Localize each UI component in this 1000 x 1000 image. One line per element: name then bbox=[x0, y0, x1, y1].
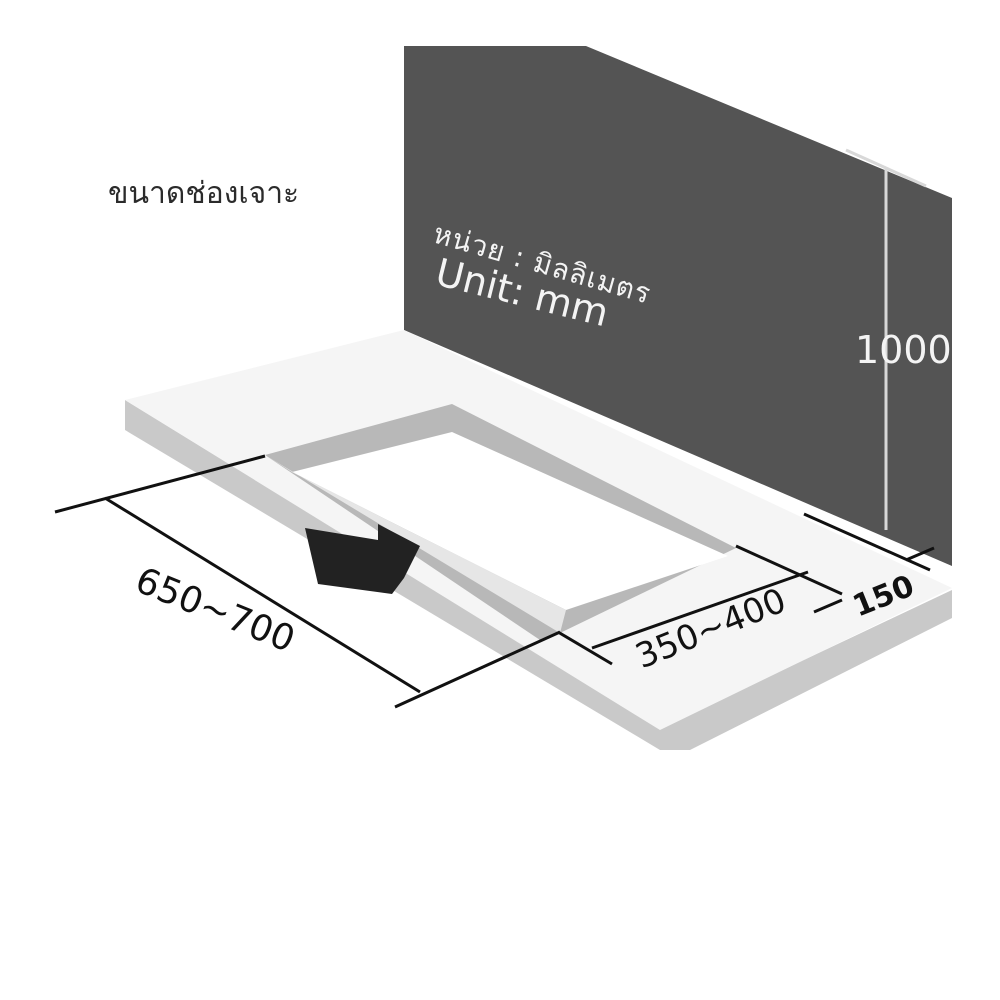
offset-dimension-line bbox=[803, 512, 931, 572]
height-dimension-label: 1000 bbox=[855, 328, 952, 372]
height-tick-top bbox=[845, 148, 927, 188]
depth-dimension-line bbox=[104, 496, 421, 694]
width-extension-right bbox=[735, 544, 843, 596]
offset-tick bbox=[905, 546, 935, 562]
arrow-down-left-icon bbox=[305, 524, 420, 594]
wall-panel bbox=[404, 46, 952, 566]
depth-extension-top bbox=[54, 454, 266, 514]
page-title: ขนาดช่องเจาะ bbox=[108, 176, 300, 211]
width-tick bbox=[813, 598, 843, 614]
depth-extension-bottom bbox=[394, 630, 561, 709]
cutout-opening bbox=[292, 432, 728, 610]
width-dimension-line bbox=[591, 570, 809, 650]
width-extension-left bbox=[557, 630, 613, 666]
